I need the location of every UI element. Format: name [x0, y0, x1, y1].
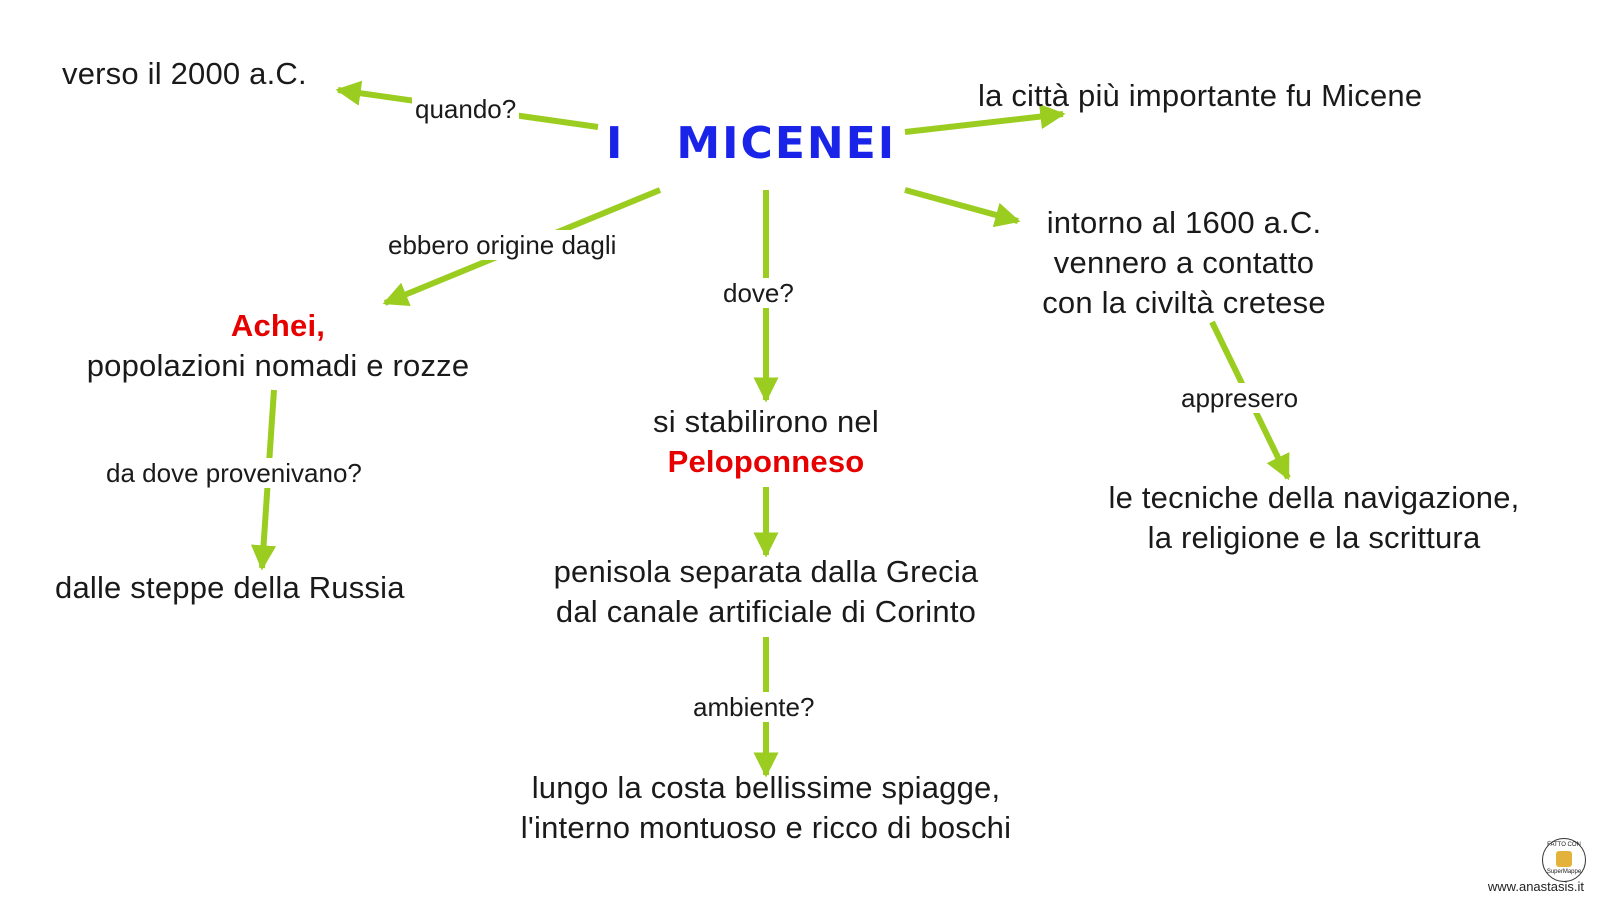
node-contact-line: vennero a contatto: [1053, 245, 1315, 280]
node-learned-line: le tecniche della navigazione,: [1108, 480, 1520, 515]
node-settle: si stabilirono nel Peloponneso: [596, 402, 936, 482]
label-where: dove?: [720, 278, 797, 308]
node-city-text: la città più importante fu Micene: [978, 78, 1423, 113]
edge-city: [904, 104, 1066, 135]
node-environment-line: lungo la costa bellissime spiagge,: [531, 770, 1001, 805]
label-when: quando?: [412, 94, 520, 124]
supermappe-logo: FATTO CON SuperMappe: [1542, 838, 1586, 882]
node-contact-line: intorno al 1600 a.C.: [1046, 205, 1322, 240]
node-date-text: verso il 2000 a.C.: [62, 56, 307, 91]
node-origin-desc: popolazioni nomadi e rozze: [86, 348, 470, 383]
node-provenance-text: dalle steppe della Russia: [55, 570, 405, 605]
title-word-2: MICENEI: [676, 118, 897, 169]
node-peninsula: penisola separata dalla Grecia dal canal…: [506, 552, 1026, 632]
label-origin: ebbero origine dagli: [385, 230, 620, 260]
node-origin-name: Achei,: [230, 308, 326, 343]
title-word-1: I: [606, 118, 625, 169]
node-learned: le tecniche della navigazione, la religi…: [1065, 478, 1563, 558]
label-environment: ambiente?: [690, 692, 818, 722]
edge-contact: [904, 187, 1021, 228]
node-learned-line: la religione e la scrittura: [1147, 520, 1481, 555]
paw-icon: [1556, 851, 1572, 867]
node-origin: Achei, popolazioni nomadi e rozze: [62, 306, 494, 386]
node-contact: intorno al 1600 a.C. vennero a contatto …: [1000, 203, 1368, 323]
node-environment: lungo la costa bellissime spiagge, l'int…: [474, 768, 1058, 848]
node-peninsula-line: dal canale artificiale di Corinto: [555, 594, 977, 629]
page-title: I MICENEI: [606, 118, 896, 169]
badge-top-text: FATTO CON: [1547, 842, 1581, 848]
node-contact-line: con la civiltà cretese: [1042, 285, 1326, 320]
node-settle-text: si stabilirono nel: [653, 404, 879, 439]
node-city: la città più importante fu Micene: [978, 76, 1422, 116]
node-settle-place: Peloponneso: [667, 444, 865, 479]
footer-site: www.anastasis.it: [1487, 879, 1584, 894]
node-environment-line: l'interno montuoso e ricco di boschi: [520, 810, 1012, 845]
label-learned: appresero: [1178, 383, 1302, 413]
node-date: verso il 2000 a.C.: [62, 54, 307, 94]
badge-bottom-text: SuperMappe: [1546, 869, 1582, 875]
node-peninsula-line: penisola separata dalla Grecia: [553, 554, 979, 589]
node-provenance: dalle steppe della Russia: [55, 568, 405, 608]
label-from-where: da dove provenivano?: [103, 458, 365, 488]
